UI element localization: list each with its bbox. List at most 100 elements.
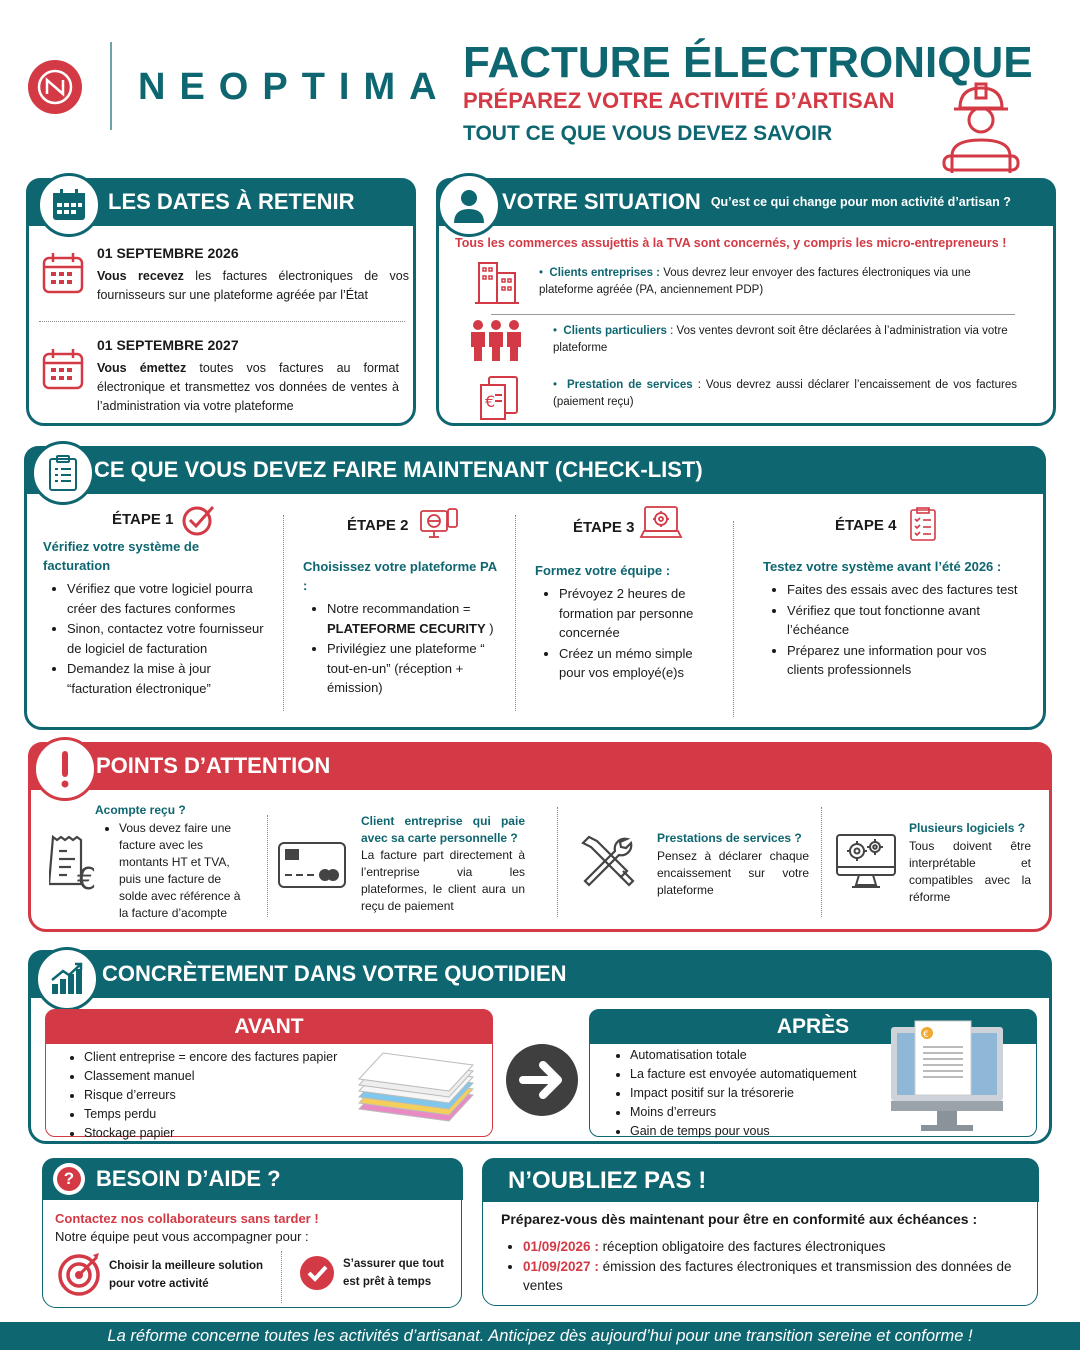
apres-item: Gain de temps pour vous (630, 1122, 1036, 1140)
quotidien-title: CONCRÈTEMENT DANS VOTRE QUOTIDIEN (102, 961, 567, 986)
avant-box: AVANT Client entreprise = encore des fac… (45, 1009, 493, 1140)
euro-document-icon: € (477, 375, 523, 426)
step-4-item: Vérifiez que tout fonctionne avant l’éch… (787, 601, 1019, 640)
situation-card: VOTRE SITUATION Qu’est ce qui change pou… (436, 173, 1056, 426)
aide-option-1: Choisir la meilleure solution pour votre… (109, 1260, 264, 1290)
situation-item-2: • Clients particuliers : Vos ventes devr… (553, 325, 1008, 354)
situation-question: Qu’est ce qui change pour mon activité d… (710, 195, 1011, 209)
brand-name: NEOPTIMA (138, 66, 451, 108)
avant-item: Risque d’erreurs (84, 1086, 492, 1104)
svg-text:€: € (77, 862, 96, 893)
aide-title: BESOIN D’AIDE ? (96, 1166, 281, 1191)
oubliez-intro: Préparez-vous dès maintenant pour être e… (501, 1211, 978, 1227)
page-subtitle-2: TOUT CE QUE VOUS DEVEZ SAVOIR (463, 122, 833, 145)
situation-item-1: • Clients entreprises : Vous devrez leur… (539, 267, 971, 296)
attention-card: POINTS D’ATTENTION € Acompte reçu ? Vous… (28, 737, 1052, 932)
credit-card-icon (277, 841, 347, 894)
attention-4-text: Tous doivent être interprétable et compa… (909, 839, 1031, 904)
dates-card: LES DATES À RETENIR 01 SEPTEMBRE 2026 Vo… (26, 173, 416, 426)
step-divider (515, 515, 516, 711)
aide-intro: Notre équipe peut vous accompagner pour … (55, 1229, 309, 1244)
building-icon (473, 257, 521, 310)
checklist-doc-icon (907, 507, 941, 548)
checklist-card: CE QUE VOUS DEVEZ FAIRE MAINTENANT (CHEC… (24, 441, 1046, 730)
exclamation-icon (33, 737, 97, 801)
logo-divider (110, 42, 112, 130)
step-2-item: Privilégiez une plateforme “ tout-en-un”… (327, 639, 499, 698)
situation-title: VOTRE SITUATION (502, 189, 701, 214)
step-2-sub: Choisissez votre plateforme PA : (303, 559, 497, 593)
step-3-sub: Formez votre équipe : (535, 563, 671, 578)
check-circle-icon (181, 503, 215, 542)
attention-3-text: Pensez à déclarer chaque encaissement su… (657, 849, 809, 897)
situation-divider (491, 314, 1015, 315)
checklist-title: CE QUE VOUS DEVEZ FAIRE MAINTENANT (CHEC… (94, 457, 703, 482)
step-1-item: Sinon, contactez votre fournisseur de lo… (67, 619, 269, 658)
dates-title: LES DATES À RETENIR (108, 189, 355, 214)
aide-card: BESOIN D’AIDE ? ? Contactez nos collabor… (42, 1158, 463, 1308)
aide-contact: Contactez nos collaborateurs sans tarder… (55, 1211, 319, 1226)
svg-text:€: € (923, 1030, 929, 1040)
attention-divider (267, 815, 268, 917)
situation-header: VOTRE SITUATION Qu’est ce qui change pou… (436, 178, 1056, 226)
aide-option-2: S’assurer que tout est prêt à temps (343, 1258, 444, 1288)
calendar-icon (37, 173, 101, 237)
quotidien-header: CONCRÈTEMENT DANS VOTRE QUOTIDIEN (28, 950, 1052, 998)
arrow-right-icon (505, 1043, 579, 1122)
growth-chart-icon (35, 947, 99, 1011)
aide-divider (281, 1251, 282, 1303)
computer-globe-icon (419, 507, 459, 546)
date-2: 01 SEPTEMBRE 2027 (97, 337, 239, 353)
step-1-title: ÉTAPE 1 (112, 511, 174, 528)
step-1-sub: Vérifiez votre système de facturation (43, 539, 200, 573)
aide-header: BESOIN D’AIDE ? (42, 1158, 463, 1200)
paper-stack-icon (353, 1049, 477, 1132)
step-1-item: Demandez la mise à jour “facturation éle… (67, 659, 269, 698)
step-divider (733, 521, 734, 717)
situation-intro: Tous les commerces assujettis à la TVA s… (455, 236, 1007, 250)
attention-2-title: Client entreprise qui paie avec sa carte… (361, 814, 525, 845)
tools-icon (577, 833, 637, 898)
step-1-item: Vérifiez que votre logiciel pourra créer… (67, 579, 269, 618)
attention-divider (557, 807, 558, 917)
people-icon (469, 319, 523, 368)
footer (0, 1322, 1080, 1350)
avant-item: Temps perdu (84, 1105, 492, 1123)
avant-item: Classement manuel (84, 1067, 492, 1085)
attention-divider (821, 807, 822, 917)
logo (28, 60, 82, 114)
step-3-item: Créez un mémo simple pour vos employé(e)… (559, 644, 715, 683)
attention-1-text: Vous devez faire une facture avec les mo… (119, 820, 251, 922)
apres-item: Impact positif sur la trésorerie (630, 1084, 1036, 1102)
clipboard-icon (31, 441, 95, 505)
svg-text:€: € (485, 392, 495, 411)
date-2-text: Vous émettez toutes vos factures au form… (97, 361, 399, 413)
step-3-title: ÉTAPE 3 (573, 519, 635, 536)
question-icon: ? (53, 1163, 85, 1195)
check-red-icon (299, 1255, 335, 1296)
attention-2-text: La facture part directement à l’entrepri… (361, 848, 525, 913)
apres-item: Moins d’erreurs (630, 1103, 1036, 1121)
calendar-red-icon (41, 251, 85, 300)
oubliez-item: 01/09/2026 : réception obligatoire des f… (523, 1237, 1019, 1256)
step-2-item: Notre recommandation = PLATEFORME CECURI… (327, 599, 499, 638)
step-2-title: ÉTAPE 2 (347, 517, 409, 534)
attention-3-title: Prestations de services ? (657, 831, 802, 845)
page-title: FACTURE ÉLECTRONIQUE (463, 38, 1033, 87)
avant-title: AVANT (46, 1010, 492, 1044)
person-icon (437, 173, 501, 237)
step-3-item: Prévoyez 2 heures de formation par perso… (559, 584, 715, 643)
step-4-item: Préparez une information pour vos client… (787, 641, 1019, 680)
date-1-text: Vous recevez les factures électroniques … (97, 269, 409, 302)
monitor-gears-icon (835, 833, 897, 896)
checklist-header: CE QUE VOUS DEVEZ FAIRE MAINTENANT (CHEC… (24, 446, 1046, 494)
oubliez-card: N’OUBLIEZ PAS ! Préparez-vous dès mainte… (482, 1158, 1039, 1306)
page-subtitle: PRÉPAREZ VOTRE ACTIVITÉ D’ARTISAN (463, 88, 895, 113)
oubliez-title: N’OUBLIEZ PAS ! (508, 1167, 707, 1194)
oubliez-item: 01/09/2027 : émission des factures élect… (523, 1257, 1019, 1295)
step-divider (283, 515, 284, 711)
avant-item: Client entreprise = encore des factures … (84, 1048, 492, 1066)
step-4-item: Faites des essais avec des factures test (787, 580, 1019, 600)
attention-4-title: Plusieurs logiciels ? (909, 821, 1026, 835)
oubliez-header: N’OUBLIEZ PAS ! (482, 1158, 1039, 1202)
